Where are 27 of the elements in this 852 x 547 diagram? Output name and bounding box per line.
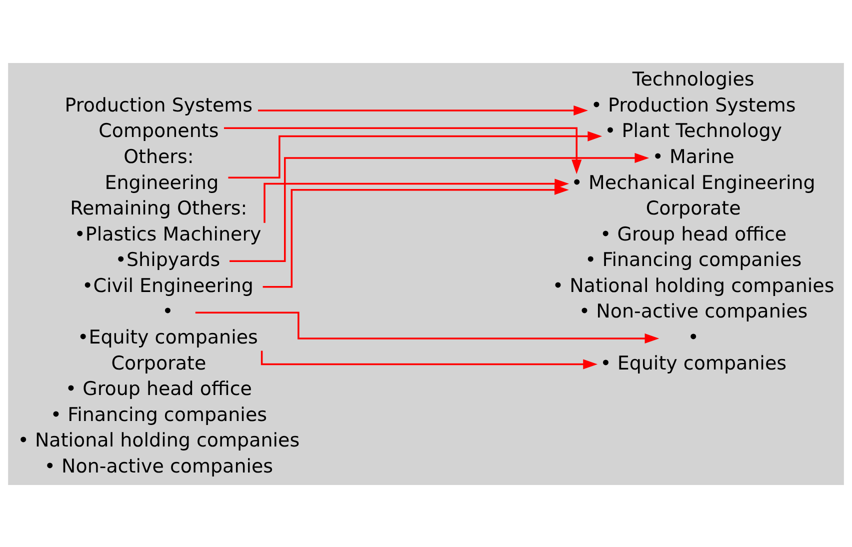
label: • National holding companies: [552, 274, 834, 296]
label: Remaining Others:: [70, 197, 248, 220]
node-text: • Marine: [652, 146, 734, 168]
node-text: •: [162, 300, 174, 322]
node-text: Engineering: [104, 171, 219, 194]
label: Corporate: [111, 352, 206, 374]
label: Corporate: [646, 197, 741, 220]
label: • Non-active companies: [578, 300, 808, 322]
label: • Financing companies: [50, 403, 268, 426]
label: Technologies: [632, 68, 754, 90]
label: • Financing companies: [584, 248, 802, 271]
label: • National holding companies: [18, 429, 300, 452]
node-text: •Equity companies: [78, 326, 258, 348]
node-text: • Equity companies: [600, 352, 787, 374]
node-text: Components: [98, 120, 219, 142]
node-text: •: [688, 326, 699, 348]
label: • Group head office: [65, 378, 252, 400]
node-text: •Plastics Machinery: [74, 222, 262, 245]
node-text: • Production Systems: [590, 94, 796, 116]
node-text: •Shipyards: [115, 248, 220, 271]
label: Others:: [124, 146, 194, 168]
node-text: •Civil Engineering: [82, 274, 254, 296]
node-text: • Mechanical Engineering: [571, 171, 816, 194]
label: • Group head office: [600, 222, 787, 245]
label: • Non-active companies: [44, 454, 274, 477]
node-text: • Plant Technology: [604, 120, 782, 142]
node-text: Production Systems: [64, 94, 253, 116]
